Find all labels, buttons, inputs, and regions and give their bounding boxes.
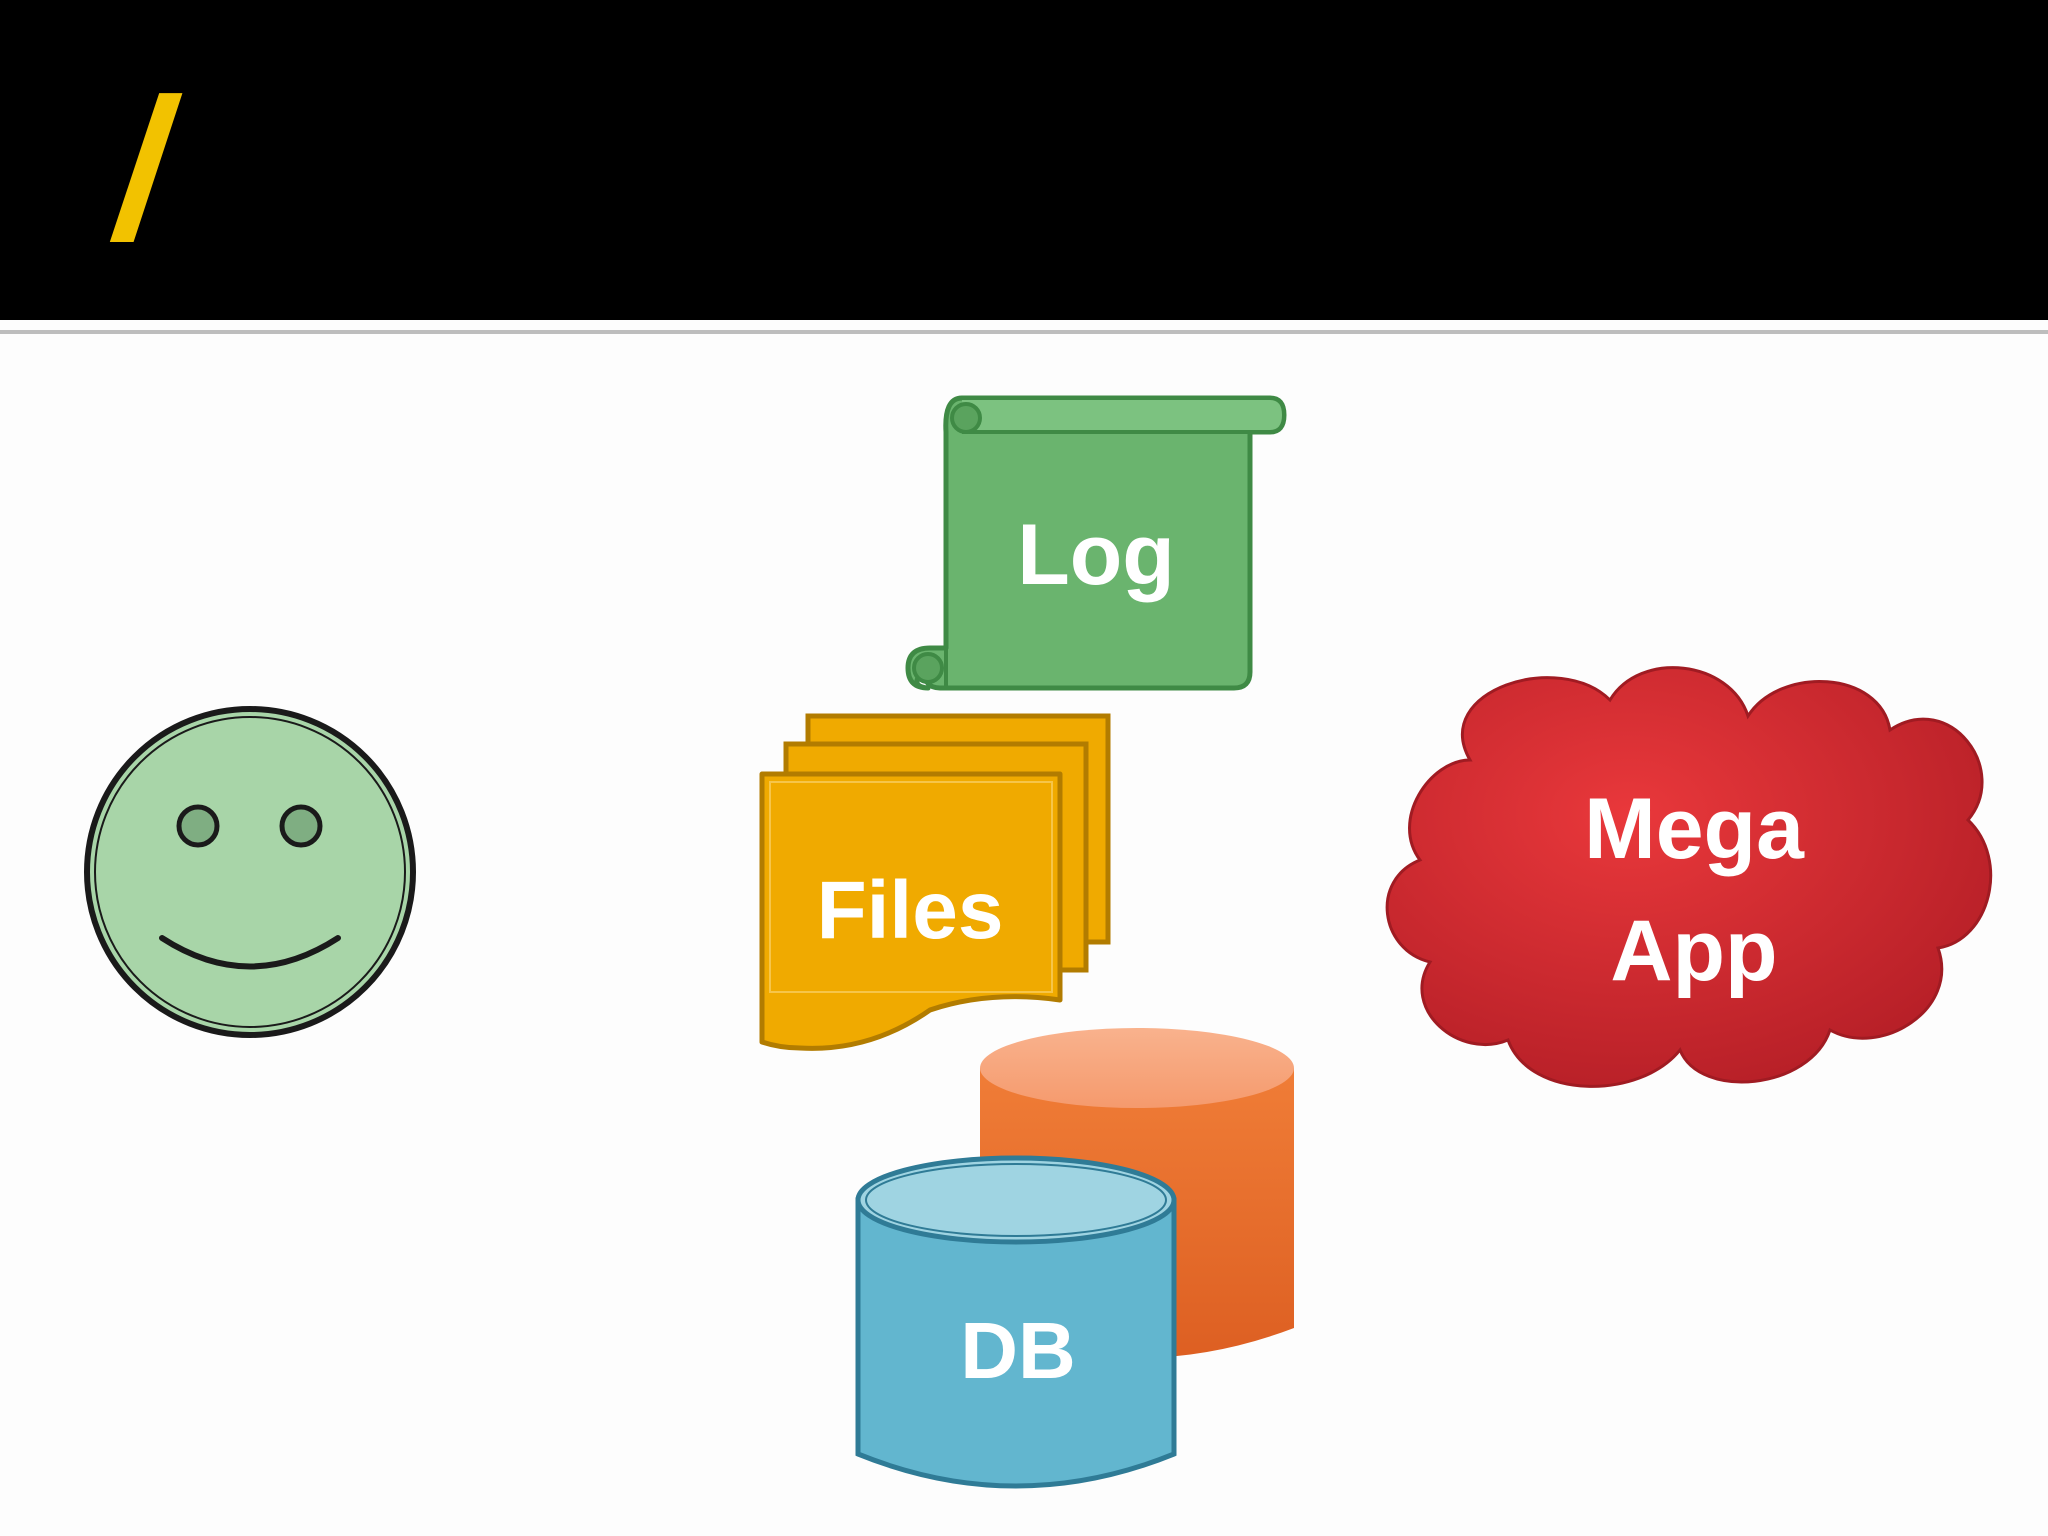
mega-app-label-line2: App	[1610, 903, 1777, 999]
db-label: DB	[960, 1306, 1076, 1395]
smiley-left-eye	[176, 804, 220, 848]
smiley-face-icon	[84, 706, 416, 1038]
files-label: Files	[817, 865, 1004, 956]
smiley-right-eye	[279, 804, 323, 848]
mega-app-label-line1: Mega	[1584, 781, 1805, 877]
scroll-icon	[905, 395, 1287, 691]
cloud-icon	[1385, 666, 1993, 1088]
title-divider	[0, 330, 2048, 334]
stacked-documents-icon	[759, 713, 1111, 1051]
smiley-mouth	[159, 935, 341, 970]
title-bar	[0, 0, 2048, 320]
log-label: Log	[1017, 507, 1175, 603]
database-cylinder-icon	[855, 1155, 1177, 1489]
